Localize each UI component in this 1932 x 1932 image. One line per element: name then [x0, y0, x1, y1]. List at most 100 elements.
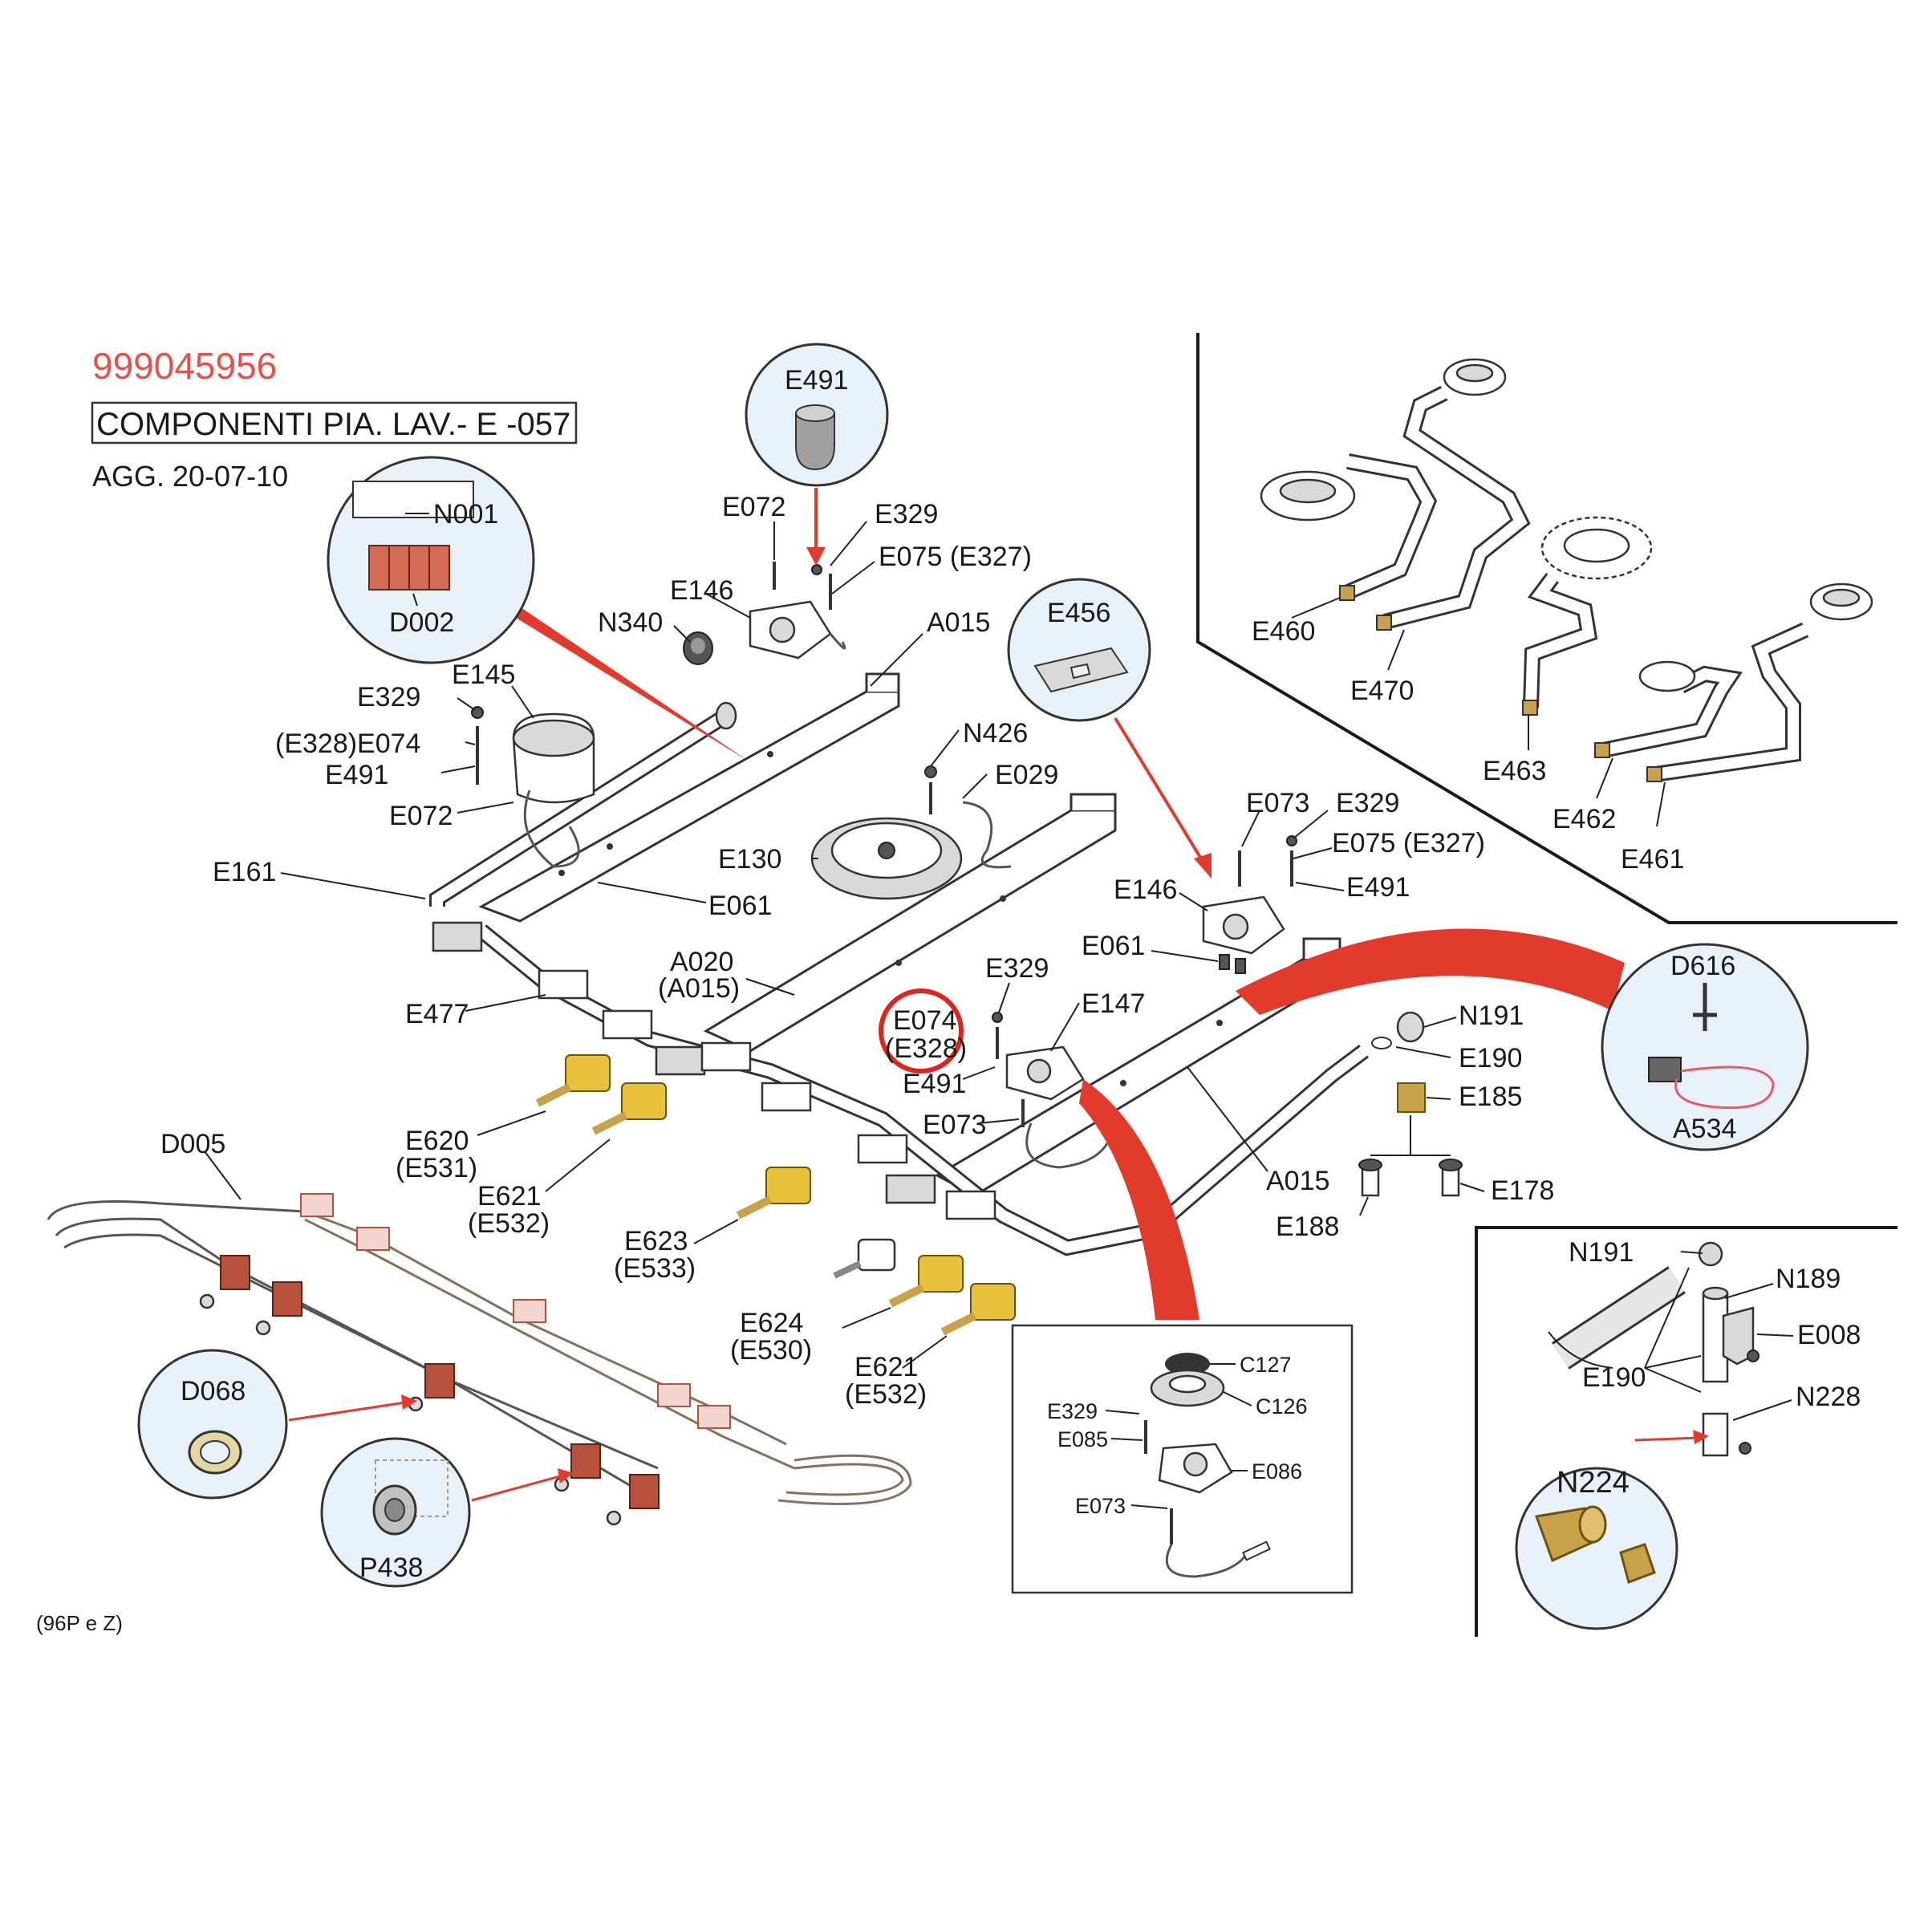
n340-nut — [683, 631, 713, 665]
label-e491-right: E491 — [1346, 872, 1410, 903]
label-e491-mid: E491 — [903, 1069, 966, 1099]
callout-n224-label: N224 — [1557, 1466, 1630, 1500]
valve-e623 — [736, 1167, 811, 1220]
label-e470: E470 — [1350, 676, 1414, 706]
label-e461: E461 — [1621, 844, 1684, 875]
label-e328-mid: (E328) — [885, 1033, 967, 1064]
label-e621-a: E621 — [477, 1181, 541, 1212]
inset-pipes: E460 E470 E463 E462 E461 — [1196, 333, 1898, 924]
valves — [535, 1054, 1016, 1336]
callout-e456-label: E456 — [1047, 598, 1110, 628]
inset-burner-2 — [1443, 358, 1507, 396]
p438-switch-icon — [372, 1459, 448, 1536]
part-labels: E072 E329 E075 (E327) E146 N340 A015 E32… — [160, 492, 1554, 1410]
e185-nut — [1397, 1082, 1426, 1113]
callout-n001-d002: N001 D002 — [327, 456, 750, 762]
e130-large-burner — [810, 817, 963, 900]
label-top-e329: E329 — [875, 499, 938, 530]
e147-burner-body — [1005, 1045, 1109, 1169]
label-e623: E623 — [624, 1226, 688, 1256]
callout-p438: P438 — [320, 1437, 574, 1588]
d068-ring-icon — [188, 1430, 242, 1475]
label-e621-a-sub: (E532) — [468, 1208, 550, 1239]
pipe-e470 — [1382, 386, 1531, 630]
footer-note: (96P e Z) — [36, 1611, 123, 1635]
inset-fittings-frame — [1475, 1226, 1898, 1637]
diagram-title: COMPONENTI PIA. LAV.- E -057 — [96, 407, 570, 442]
callout-e456: E456 — [1007, 578, 1212, 879]
label-c127: C127 — [1240, 1353, 1292, 1377]
label-e620-sub: (E531) — [396, 1153, 477, 1183]
label-e072-left: E072 — [389, 801, 453, 831]
callout-d616-label: D616 — [1670, 951, 1735, 981]
leader-lines — [204, 521, 1485, 1369]
label-inset-n189: N189 — [1776, 1264, 1841, 1294]
c127-cap — [1165, 1353, 1210, 1375]
label-e329-mid: E329 — [985, 953, 1049, 984]
label-n340: N340 — [598, 607, 663, 638]
label-e061-left: E061 — [708, 891, 772, 921]
label-d005: D005 — [160, 1129, 225, 1159]
label-a020-sub: (A015) — [658, 973, 740, 1004]
pointer-e147-inset — [1079, 1079, 1199, 1320]
label-e130: E130 — [718, 844, 781, 875]
harness-washers — [199, 1293, 622, 1526]
label-e061-right: E061 — [1082, 931, 1145, 961]
label-e178: E178 — [1491, 1175, 1554, 1206]
callout-d616-a534: D616 A534 — [1236, 928, 1809, 1151]
label-e073-mid: E073 — [923, 1110, 986, 1140]
main-rails — [429, 672, 1369, 1256]
e456-bracket-icon — [1033, 647, 1129, 693]
label-e329-right: E329 — [1336, 788, 1399, 818]
label-e491-left: E491 — [325, 760, 388, 790]
inset-burner-1 — [1260, 470, 1356, 522]
callout-p438-label: P438 — [359, 1552, 423, 1583]
part-code: 999045956 — [92, 345, 277, 387]
label-e145: E145 — [452, 660, 515, 690]
label-inset-n228: N228 — [1796, 1382, 1861, 1412]
label-e621-b: E621 — [854, 1352, 918, 1382]
label-e075-right: E075 (E327) — [1332, 828, 1485, 858]
e086-body — [1158, 1443, 1233, 1494]
label-e188: E188 — [1276, 1212, 1339, 1242]
label-e185: E185 — [1459, 1082, 1522, 1112]
label-e477: E477 — [405, 999, 469, 1029]
label-e074-left: (E328)E074 — [275, 729, 420, 759]
label-inset-n191: N191 — [1569, 1237, 1634, 1268]
highlight-circle-e074 — [879, 988, 964, 1074]
label-e462: E462 — [1552, 804, 1616, 834]
label-e329-left: E329 — [357, 682, 420, 712]
callout-d002-label: D002 — [389, 607, 454, 638]
label-burner-e073: E073 — [1075, 1494, 1126, 1518]
n224-union-icon — [1534, 1505, 1656, 1584]
label-e463: E463 — [1483, 756, 1546, 786]
label-e624: E624 — [740, 1308, 803, 1338]
label-e146-right: E146 — [1114, 875, 1177, 905]
e008-bracket — [1722, 1306, 1760, 1366]
callout-e491-label: E491 — [785, 365, 848, 396]
label-top-e146: E146 — [670, 575, 733, 606]
harness-terminals — [300, 1193, 731, 1429]
e491-knob-icon — [795, 404, 835, 471]
valve-e624 — [888, 1255, 964, 1308]
e188-fitting — [1358, 1159, 1382, 1197]
label-e620: E620 — [405, 1126, 469, 1156]
e145-burner-body — [512, 712, 595, 868]
e146-burner-body-top — [749, 600, 846, 660]
n228-nut — [1702, 1412, 1751, 1457]
e146-burner-body-right — [1202, 895, 1285, 955]
label-e190-mid: E190 — [1459, 1043, 1522, 1074]
valve-e620 — [535, 1054, 611, 1107]
d616-electrode-icon — [1693, 983, 1717, 1031]
label-e085: E085 — [1057, 1427, 1108, 1451]
callout-d068: D068 — [137, 1349, 417, 1500]
inset-fittings: N191 N189 E008 E190 N228 N224 — [1475, 1226, 1898, 1637]
inset-burner-5 — [1809, 582, 1873, 621]
label-e161: E161 — [213, 857, 276, 887]
valve-e621-a — [591, 1082, 667, 1135]
label-c126: C126 — [1256, 1394, 1308, 1419]
title-box — [91, 401, 578, 444]
d005-wiring-harness — [47, 1193, 912, 1526]
n191-fitting-main — [1396, 1011, 1425, 1043]
